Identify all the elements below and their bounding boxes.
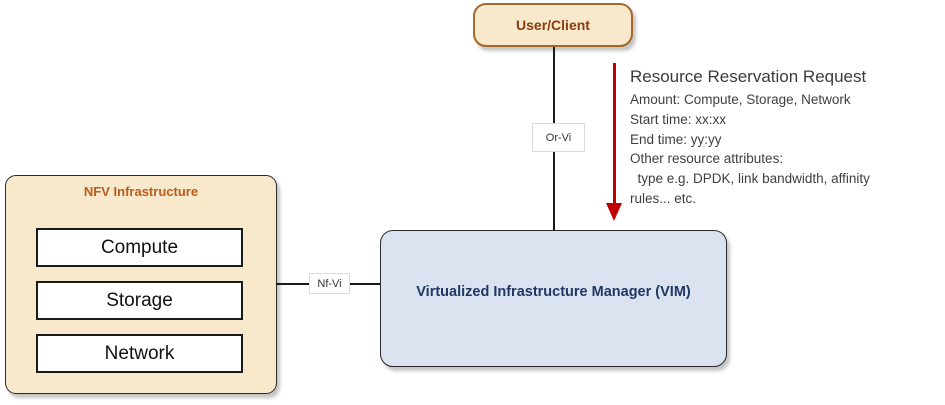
resource-request-arrow-head-icon xyxy=(606,203,622,221)
nfv-infrastructure-title: NFV Infrastructure xyxy=(83,184,199,199)
nf-vi-label: Nf-Vi xyxy=(309,273,350,294)
user-client-node: User/Client xyxy=(473,3,633,47)
vim-label: Virtualized Infrastructure Manager (VIM) xyxy=(416,283,691,300)
annotation-line-rules: rules... etc. xyxy=(630,190,697,206)
nf-vi-label-text: Nf-Vi xyxy=(317,277,342,290)
annotation-line-start-time: Start time: xx:xx xyxy=(630,111,727,127)
resource-request-arrow-line xyxy=(613,63,616,203)
storage-node: Storage xyxy=(36,281,243,320)
annotation-line-other-attributes: Other resource attributes: xyxy=(630,151,784,167)
resource-request-annotation: Resource Reservation Request Amount: Com… xyxy=(630,64,870,209)
or-vi-label-text: Or-Vi xyxy=(545,131,572,144)
network-label: Network xyxy=(104,342,175,364)
annotation-line-amount: Amount: Compute, Storage, Network xyxy=(630,92,851,107)
network-node: Network xyxy=(36,334,243,373)
nfv-infrastructure-node: NFV Infrastructure Compute Storage Netwo… xyxy=(5,175,277,394)
user-client-label: User/Client xyxy=(516,17,590,33)
annotation-title: Resource Reservation Request xyxy=(630,67,867,86)
annotation-line-end-time: End time: yy:yy xyxy=(630,131,722,147)
compute-node: Compute xyxy=(36,228,243,267)
compute-label: Compute xyxy=(100,236,179,258)
or-vi-label: Or-Vi xyxy=(532,123,585,152)
storage-label: Storage xyxy=(106,289,173,311)
vim-node: Virtualized Infrastructure Manager (VIM) xyxy=(380,230,727,367)
annotation-line-type: type e.g. DPDK, link bandwidth, affinity xyxy=(630,171,870,187)
